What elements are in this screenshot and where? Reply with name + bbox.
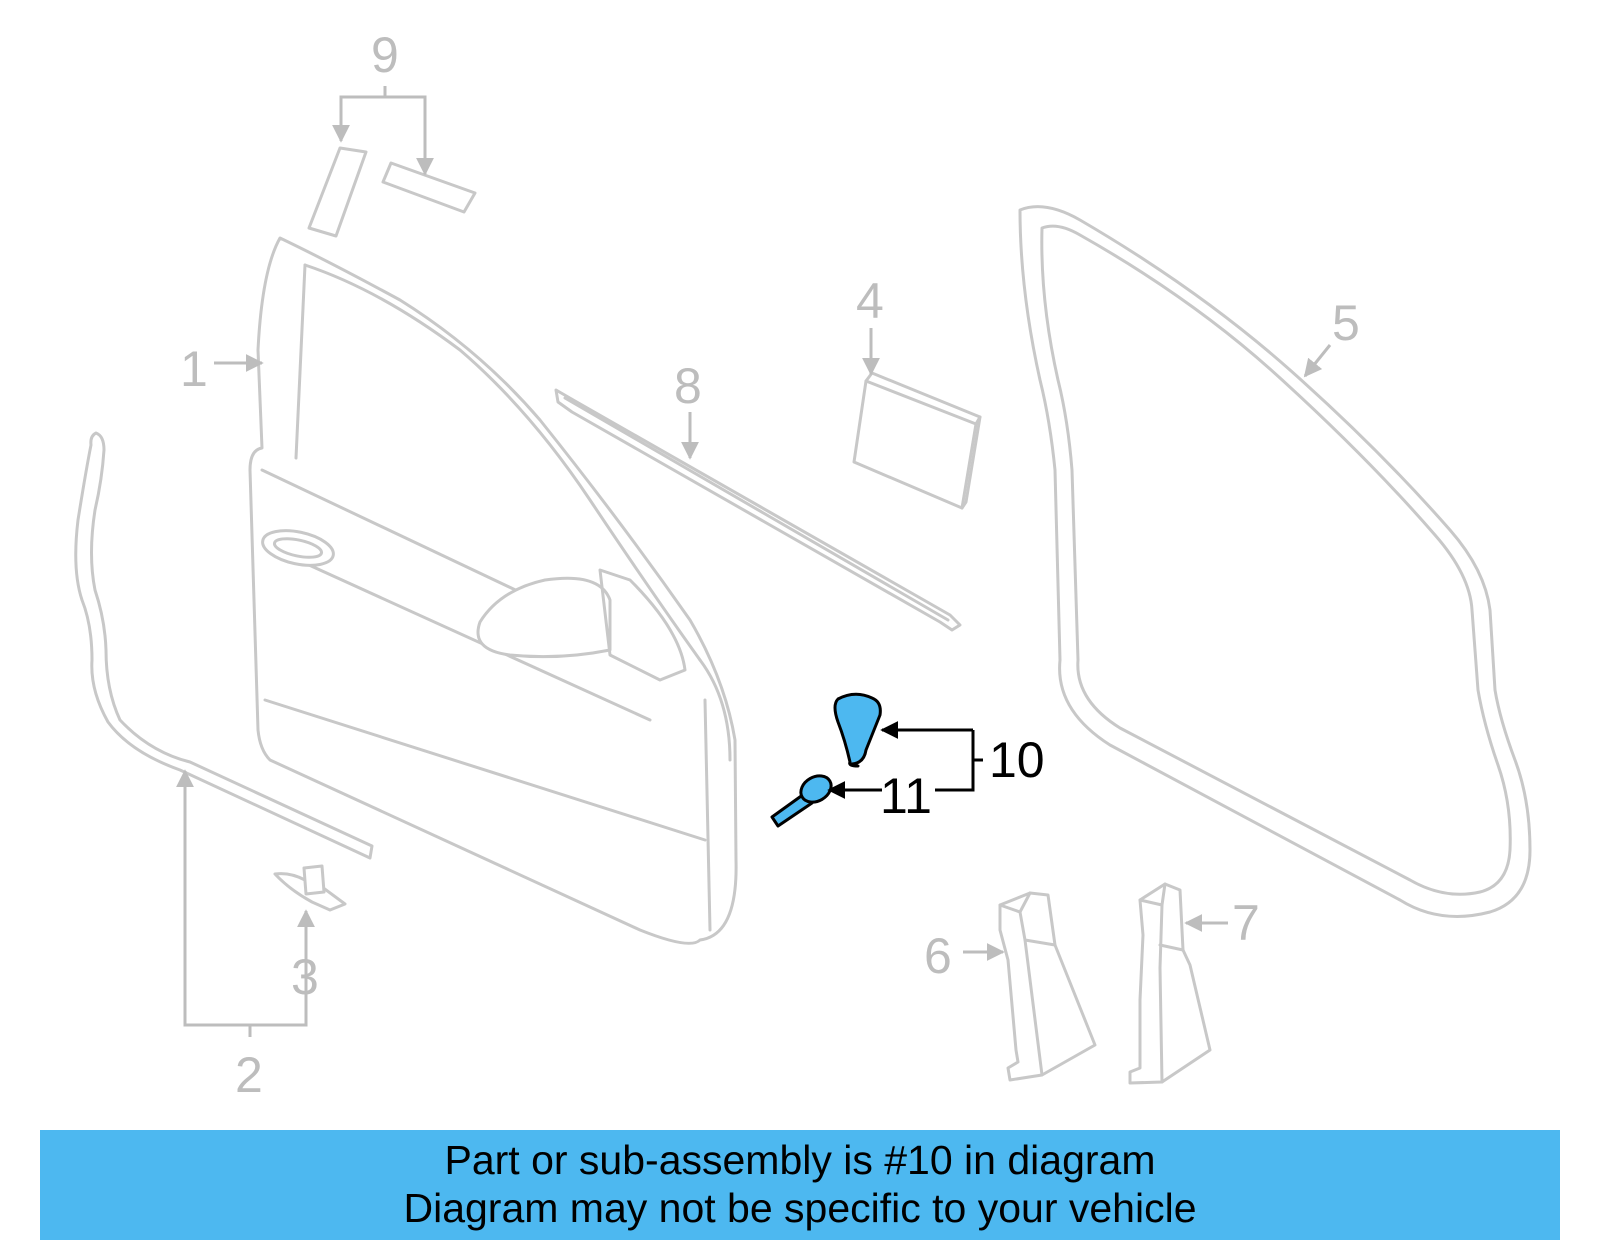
leader-lines — [176, 86, 1332, 1037]
callout-6: 6 — [924, 928, 952, 984]
part-11-bolt[interactable] — [770, 771, 836, 828]
part-8-belt-molding — [554, 388, 962, 632]
callout-9: 9 — [371, 27, 399, 83]
callout-10[interactable]: 10 — [989, 732, 1045, 788]
callout-2: 2 — [235, 1047, 263, 1103]
banner-line-2: Diagram may not be specific to your vehi… — [403, 1185, 1197, 1231]
part-10-highlighted[interactable] — [833, 692, 882, 768]
part-3-clip — [273, 864, 347, 912]
part-5-opening-weatherstrip — [1018, 205, 1532, 918]
part-2-weatherstrip — [74, 431, 374, 860]
callout-4: 4 — [856, 273, 884, 329]
callout-7: 7 — [1232, 895, 1260, 951]
callout-1: 1 — [180, 341, 208, 397]
part-1-door-shell — [248, 236, 738, 945]
part-6-bracket — [998, 891, 1097, 1082]
callout-3: 3 — [291, 949, 319, 1005]
callout-11[interactable]: 11 — [880, 768, 932, 824]
info-banner: Part or sub-assembly is #10 in diagram D… — [40, 1130, 1560, 1240]
callout-5: 5 — [1332, 295, 1360, 351]
part-7-bracket — [1128, 882, 1212, 1085]
banner-line-1: Part or sub-assembly is #10 in diagram — [444, 1137, 1156, 1183]
part-9-trim-strips — [307, 146, 477, 238]
part-4-pad — [852, 371, 982, 510]
callout-8: 8 — [674, 358, 702, 414]
